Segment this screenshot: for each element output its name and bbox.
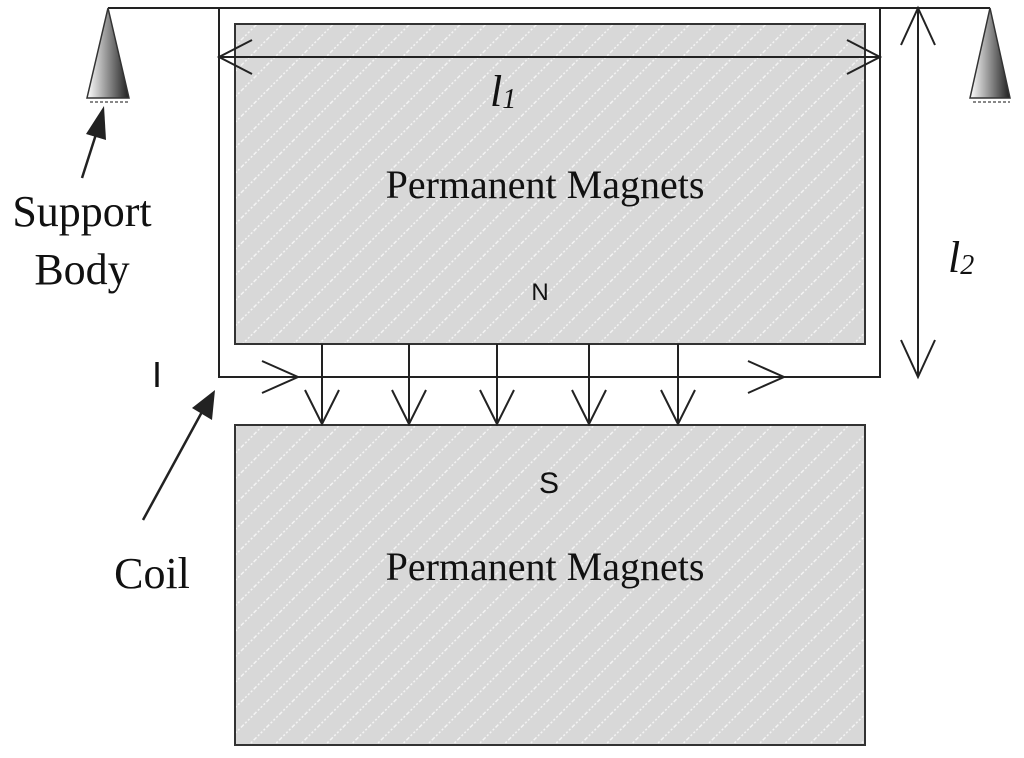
- support-body-pointer: [80, 106, 106, 179]
- north-pole-label: N: [531, 279, 548, 306]
- length-dimension-label: l1: [490, 67, 516, 116]
- triangle-support-icon: [86, 7, 130, 103]
- coil-label: Coil: [114, 549, 190, 598]
- support-body-label-line2: Body: [34, 245, 129, 294]
- magnetic-flux-arrows: [304, 344, 696, 427]
- top-magnet: [234, 23, 866, 345]
- height-dimension-label: l2: [948, 233, 974, 282]
- coil-pointer: [141, 390, 215, 521]
- support-body-label-line1: Support: [12, 187, 151, 236]
- top-magnet-label: Permanent Magnets: [386, 162, 705, 207]
- length-dimension-arrow: [216, 39, 883, 75]
- bottom-magnet: [234, 424, 866, 746]
- height-dimension-arrow: [900, 5, 936, 380]
- current-label: I: [152, 354, 162, 395]
- current-direction-arrows: [261, 360, 787, 394]
- triangle-support-icon: [969, 7, 1011, 103]
- bottom-magnet-label: Permanent Magnets: [386, 544, 705, 589]
- south-pole-label: S: [539, 467, 559, 500]
- support-body-frame: [218, 7, 881, 378]
